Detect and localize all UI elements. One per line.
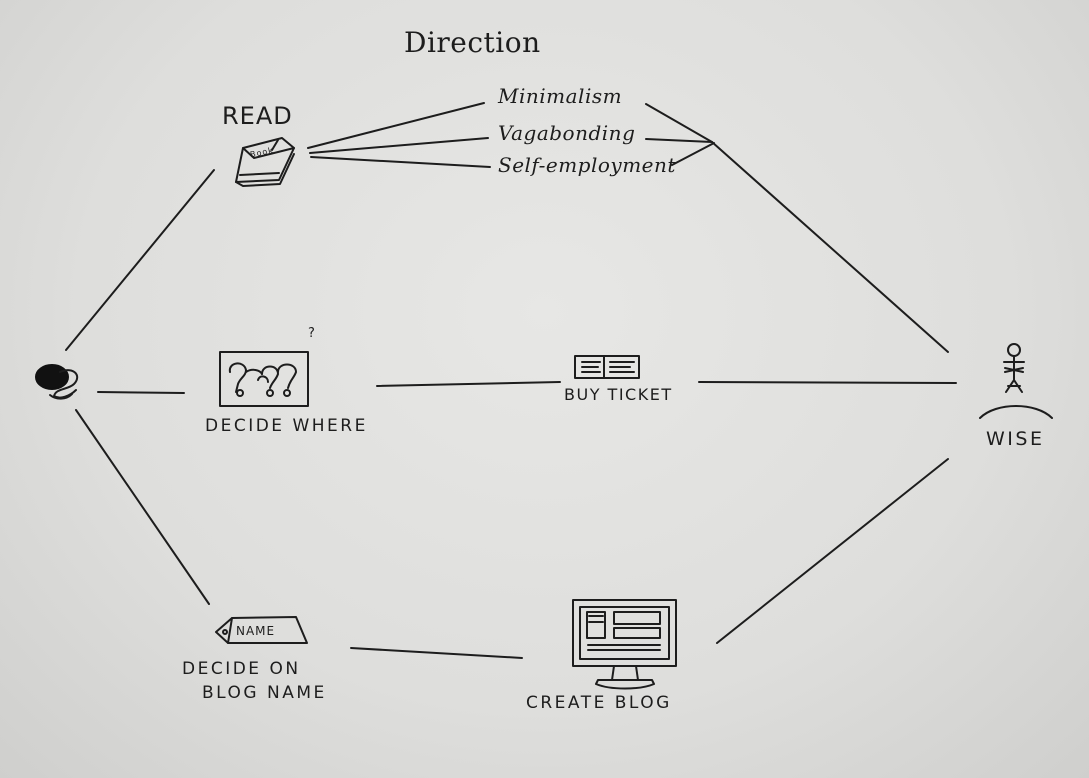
label-question-mark: ?	[308, 326, 316, 341]
topic-self-employment: Self-employment	[498, 153, 676, 177]
connector-read-vagabonding	[309, 137, 489, 154]
label-decide-blog-name-line2: BLOG NAME	[202, 683, 327, 703]
connector-blog-name-create-blog	[350, 647, 523, 659]
label-decide-blog-name-line1: DECIDE ON	[182, 659, 301, 679]
diagram-title: Direction	[404, 26, 541, 59]
label-name-tag: NAME	[236, 624, 276, 638]
connector-vagabonding-merge	[645, 138, 713, 143]
connector-read-self-employment	[310, 156, 491, 168]
connector-decide-where-buy-ticket	[376, 381, 561, 387]
connector-start-blog-name	[75, 409, 210, 605]
label-create-blog: CREATE BLOG	[526, 693, 672, 713]
connector-minimalism-merge	[645, 103, 713, 143]
connector-read-minimalism	[307, 102, 485, 149]
name-tag-icon	[215, 616, 308, 644]
start-blob-icon	[35, 364, 79, 400]
wise-figure-icon	[979, 343, 1053, 419]
connector-create-blog-wise	[716, 458, 949, 644]
topic-vagabonding: Vagabonding	[498, 121, 636, 145]
label-decide-where: DECIDE WHERE	[205, 416, 368, 436]
label-read: READ	[222, 102, 293, 130]
connector-merge-wise	[711, 141, 949, 353]
monitor-icon	[572, 599, 677, 690]
ticket-icon	[574, 355, 640, 379]
connector-buy-ticket-wise	[698, 381, 957, 384]
connector-start-read	[65, 169, 215, 351]
connector-self-employment-merge	[671, 142, 715, 166]
connector-start-decide-where	[97, 391, 185, 394]
label-wise: WISE	[986, 428, 1045, 450]
topic-minimalism: Minimalism	[498, 84, 623, 108]
label-buy-ticket: BUY TICKET	[564, 385, 673, 404]
book-icon	[235, 137, 295, 187]
map-icon	[219, 351, 309, 407]
